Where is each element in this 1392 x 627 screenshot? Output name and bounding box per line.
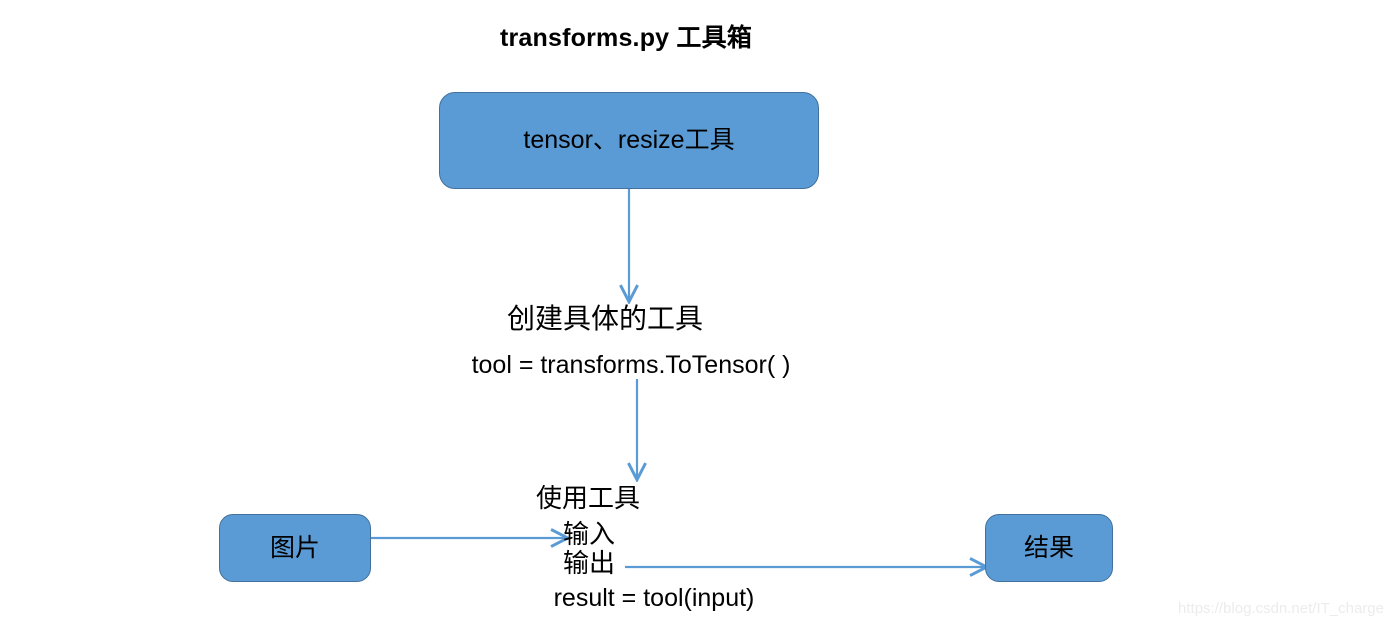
node-tools-box[interactable]: tensor、resize工具 (439, 92, 819, 189)
annotation-result-code: result = tool(input) (553, 584, 755, 612)
annotation-output: 输出 (563, 548, 616, 578)
node-result-label: 结果 (1023, 533, 1074, 562)
annotation-use-tool: 使用工具 (536, 483, 641, 513)
annotation-input: 输入 (563, 519, 616, 549)
node-tools-label: tensor、resize工具 (523, 126, 735, 154)
annotation-tool-code: tool = transforms.ToTensor( ) (471, 351, 791, 379)
node-image-box[interactable]: 图片 (219, 514, 371, 582)
page-title: transforms.py 工具箱 (499, 24, 753, 52)
node-result-box[interactable]: 结果 (985, 514, 1113, 582)
node-image-label: 图片 (269, 533, 320, 562)
watermark: https://blog.csdn.net/IT_charge (1178, 600, 1384, 617)
annotation-create-tool: 创建具体的工具 (506, 303, 703, 334)
